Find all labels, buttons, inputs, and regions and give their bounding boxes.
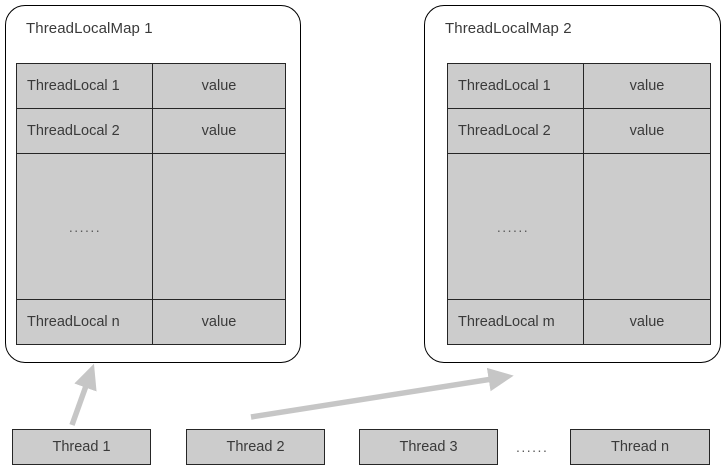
table-cell-key: ThreadLocal 1: [448, 64, 584, 108]
threadlocalmap-card-2: ThreadLocalMap 2 ThreadLocal 1 value Thr…: [424, 5, 721, 363]
thread-box-2[interactable]: Thread 2: [186, 429, 325, 465]
map-title-1: ThreadLocalMap 1: [26, 20, 153, 37]
table-cell-key: [448, 154, 584, 299]
table-cell-value: [153, 154, 285, 299]
table-cell-value: value: [629, 314, 665, 330]
table-cell-value: value: [201, 78, 237, 94]
table-row-ellipsis: ......: [448, 154, 710, 300]
table-cell-key: ThreadLocal 1: [17, 64, 153, 108]
table-cell-key: ThreadLocal n: [17, 300, 153, 344]
table-row: ThreadLocal 2 value: [17, 109, 285, 154]
thread-row-ellipsis: ......: [516, 439, 549, 455]
table-row: ThreadLocal 2 value: [448, 109, 710, 154]
table-cell-key: ThreadLocal m: [448, 300, 584, 344]
threadlocalmap-table-2: ThreadLocal 1 value ThreadLocal 2 value …: [447, 63, 711, 345]
thread-label: Thread n: [610, 439, 670, 455]
table-row: ThreadLocal 1 value: [448, 64, 710, 109]
threadlocalmap-card-1: ThreadLocalMap 1 ThreadLocal 1 value Thr…: [5, 5, 301, 363]
table-row: ThreadLocal 1 value: [17, 64, 285, 109]
table-cell-key: [17, 154, 153, 299]
table-row: ThreadLocal n value: [17, 300, 285, 344]
thread-label: Thread 3: [399, 439, 458, 455]
table-cell-value: value: [629, 78, 665, 94]
arrow-thread2-to-map2: [250, 367, 514, 420]
thread-label: Thread 1: [52, 439, 111, 455]
thread-label: Thread 2: [226, 439, 285, 455]
thread-box-3[interactable]: Thread 3: [359, 429, 498, 465]
table-cell-value: [584, 154, 710, 299]
arrow-thread1-to-map1: [69, 363, 97, 426]
table-cell-key: ThreadLocal 2: [448, 109, 584, 153]
table-cell-value: value: [201, 123, 237, 139]
map-title-2: ThreadLocalMap 2: [445, 20, 572, 37]
table-row: ThreadLocal m value: [448, 300, 710, 344]
thread-box-n[interactable]: Thread n: [570, 429, 710, 465]
table-cell-value: value: [629, 123, 665, 139]
threadlocalmap-table-1: ThreadLocal 1 value ThreadLocal 2 value …: [16, 63, 286, 345]
thread-box-1[interactable]: Thread 1: [12, 429, 151, 465]
table-row-ellipsis: ......: [17, 154, 285, 300]
table-cell-value: value: [201, 314, 237, 330]
table-cell-key: ThreadLocal 2: [17, 109, 153, 153]
